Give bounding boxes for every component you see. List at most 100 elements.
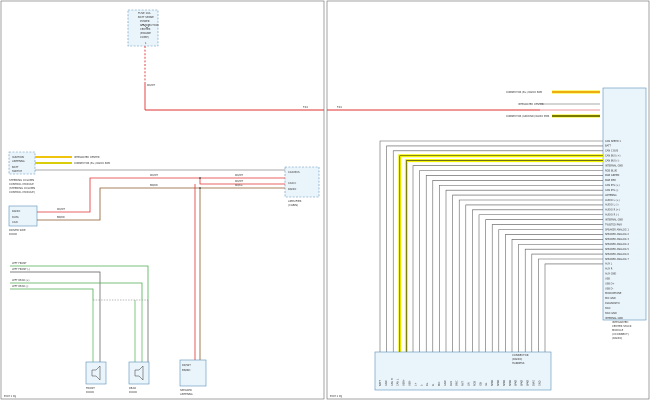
module-wire [386,145,603,352]
ignition-caption-3: CONTROL MODULE) [9,190,35,194]
module-wire [465,204,603,352]
rear-antenna-caption-1: ANTENNA [180,392,193,396]
bottom-pin-label: GND [538,380,541,386]
amp-line-0: CAN BUS [288,170,300,174]
module-pin-label: SPEAKER ANALOG 4 [605,243,629,246]
wire-label-4: BN/RD [150,184,158,187]
module-wire [538,258,603,352]
module-caption-2: MODULE [612,328,624,332]
bottom-pin-label: SPKR [497,379,500,386]
green-wire-3 [10,288,94,300]
radio-box [8,205,38,227]
rear-antenna-caption-0: SPEAKER [180,388,192,392]
gray-wire-1 [10,271,101,300]
module-pin-label: TWISTED PAIR [605,223,622,226]
module-wire [491,224,603,352]
fuse-pin: 1 [145,41,147,45]
highlight-wire [404,159,603,352]
module-pin-label: MICROPHONE [605,292,622,295]
radio-line-1: DATA [12,215,19,219]
rear-antenna-line-0: RD/WT [182,363,191,367]
module-wire [518,243,603,352]
right-header-tag: F44 [337,105,342,109]
module-wire [399,155,603,352]
ignition-callout-1: INTEGRATED CENTER [74,156,100,159]
module-pin-label: CAN IHS (-) [605,189,618,192]
wire-label-2: BN/RD [57,216,65,219]
module-pin-label: AUDIO R (+) [605,209,620,212]
module-pin-label: USB D+ [605,282,615,285]
speaker-drops [92,300,149,362]
bottom-connector-box [374,351,552,391]
amplifier-box [284,166,320,198]
module-wire [439,184,603,352]
speaker-icon [91,365,101,381]
red-wire-radio-amp-2 [199,178,285,185]
module-wire [478,214,603,352]
module-wire [524,248,603,352]
green-label-2: LEFT REAR (+) [12,279,30,282]
bottom-pin-label: SPKR [503,379,506,386]
bottom-pin-label: DIAG [532,380,535,386]
bottom-pin-label: RGB [473,380,476,386]
ignition-caption-1: CONTROL MODULE [9,182,34,186]
module-pin-label: SPEAKER ANALOG 2 [605,233,629,236]
amp-caption-1: (CABIN) [288,203,298,207]
bottom-pin-label: CAN H [391,378,394,386]
right-sheet-frame [326,0,650,400]
radio-line-2: CAN [12,220,18,224]
module-wire [544,263,603,352]
rear-antenna: RD/WT BN/RD SPEAKER ANTENNA [179,359,207,396]
module-wire [392,150,603,352]
module-wire [505,234,603,352]
module-pin-label: USB D- [605,287,614,290]
fuse-line-6: COMP) [140,35,149,39]
bottom-pin-label: MIC [438,381,441,386]
module-wire [498,229,603,352]
radio-caption-0: DRIVER SIDE [9,228,26,232]
bottom-pin-label: SPKR [515,379,518,386]
wire-label-3: RD/WT [150,174,159,177]
module-pin-label: AUX GND [605,273,616,276]
module-pin-label: INTERNAL GND [605,218,623,221]
module-pin-label: SWC [605,307,611,310]
bottom-pin-label: AUX [450,381,453,386]
ignition-line-1: ANTENNA [12,159,25,163]
bottom-pin-label: USB- [409,380,412,386]
module-pin-label: DIAGNOSTIC [605,302,620,305]
green-label-3: LEFT REAR (-) [12,285,28,288]
module-pin-label: SPEAKER ANALOG 3 [605,238,629,241]
fuse-line-5: (ENGINE [140,31,151,35]
fuse-line-0: FUSE 10A [138,11,151,15]
ignition-caption-2: (STEERING COLUMN [9,186,35,190]
bottom-pin-label: L+ [414,383,417,386]
stair-wires [379,140,603,352]
bottom-pin-label: R- [432,383,435,386]
ignition-caption-0: STEERING COLUMN [9,178,34,182]
module-pin-label: CAN SPEED 1 [605,140,621,143]
wire-label-1: RD/WT [57,208,66,211]
bottom-pin-label: GND [444,380,447,386]
green-label-1: LEFT FRONT (-) [12,268,30,271]
module-pin-label: USB [605,277,610,280]
splice-dot-1 [199,177,201,179]
amp-caption-0: AMPLIFIER [288,199,302,203]
bottom-pin-label: USB+ [403,379,406,386]
left-footer: ECM 1 Pg [4,394,17,398]
green-wire-2 [10,282,143,300]
ignition-line-2: BATT [12,165,19,169]
module-wire [445,189,603,352]
module-wire [425,175,603,352]
module-pin-label: RGB GREEN [605,174,619,177]
bottom-pin-label: SPKR [521,379,524,386]
speaker-icon [134,365,144,381]
module-pin-label: SWC GND [605,312,617,315]
module-pin-label: AUDIO L (-) [605,204,618,207]
module-pin-label: ANTENNA [605,194,617,197]
wire-label-fuse: RD/WT [147,84,156,87]
module-wire [511,239,603,352]
module-pin-label: AUX L [605,263,613,266]
bottom-pin-label: ANT [462,381,465,386]
